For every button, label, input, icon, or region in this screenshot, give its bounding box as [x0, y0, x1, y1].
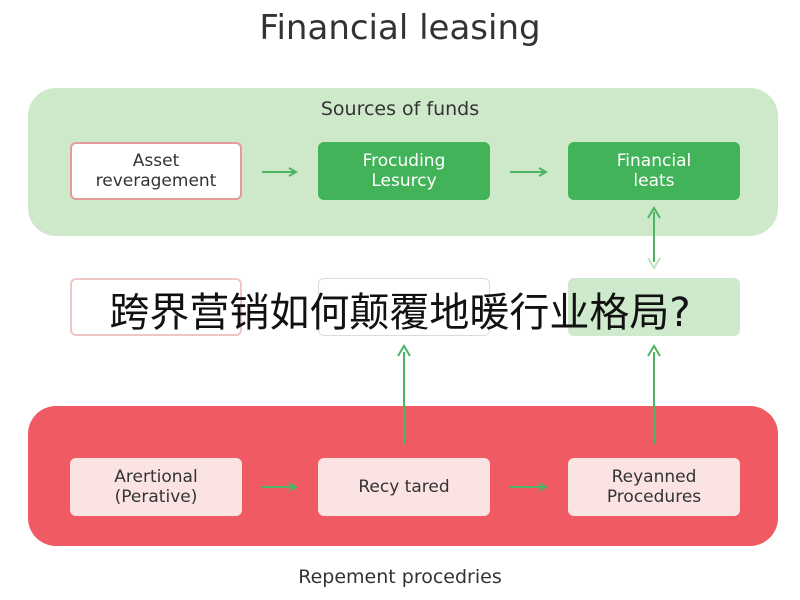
arrow-vertical-top-head-up: [647, 206, 661, 219]
repayment-procedures-label: Repement procedries: [298, 566, 502, 588]
diagram-title: Financial leasing: [259, 8, 541, 48]
frocuding-box: Frocuding Lesurcy: [318, 142, 490, 200]
arrow-vertical-center-head: [397, 344, 411, 357]
middle-box-center: [318, 278, 490, 336]
overlay-headline: 跨界营销如何颠覆地暖行业格局?: [109, 290, 691, 336]
asset-box: Asset reveragement: [70, 142, 242, 200]
arrow-vertical-right-head: [647, 344, 661, 357]
reyanned-procedures-box: Reyanned Procedures: [568, 458, 740, 516]
sources-of-funds-label: Sources of funds: [320, 98, 480, 120]
middle-box-left: [70, 278, 242, 336]
middle-box-right: [568, 278, 740, 336]
recy-tared-box: Recy tared: [318, 458, 490, 516]
financial-leats-box: Financial leats: [568, 142, 740, 200]
arertional-box: Arertional (Perative): [70, 458, 242, 516]
arrow-vertical-top-head-down: [647, 257, 661, 270]
